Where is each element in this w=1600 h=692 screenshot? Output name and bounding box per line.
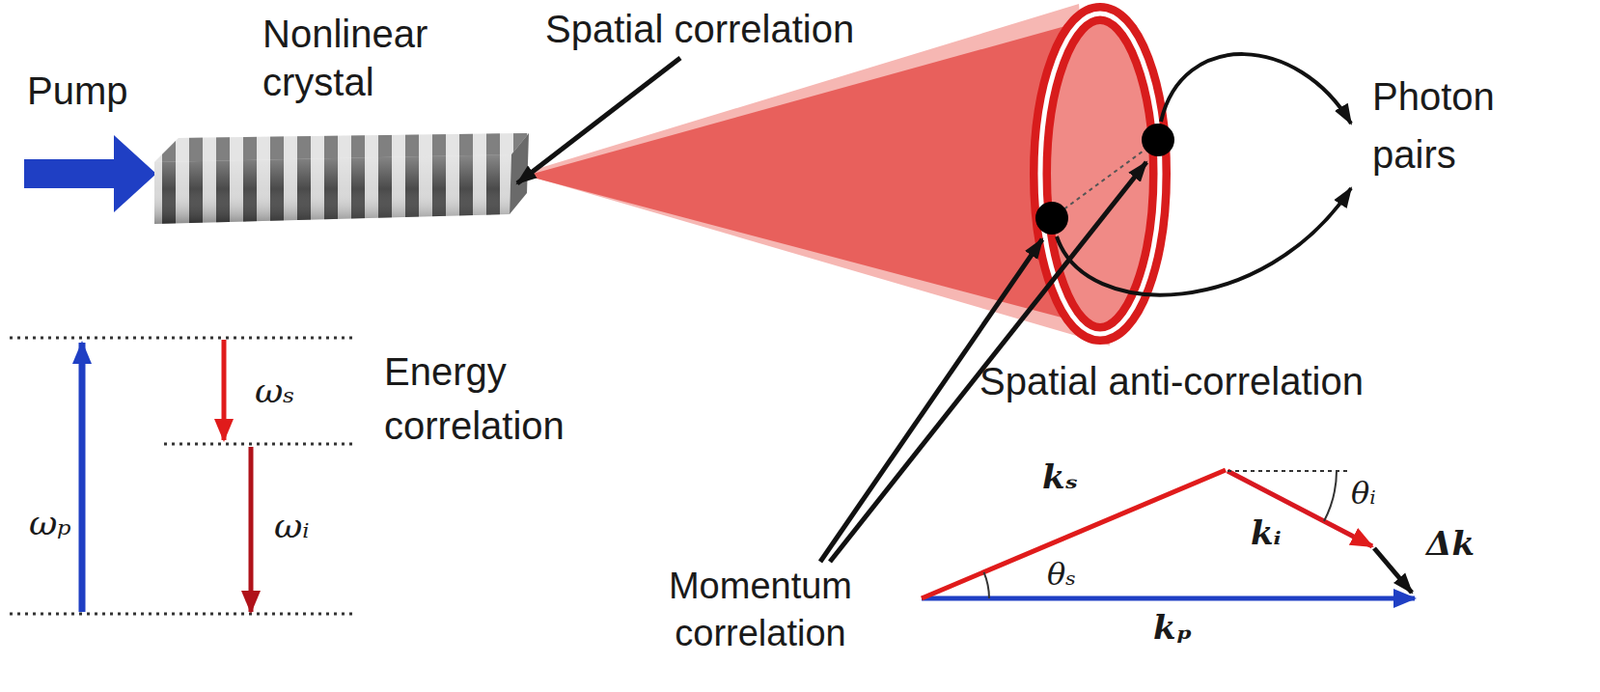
angle-symbol: θₛ — [1047, 557, 1076, 592]
frequency-symbol: ωₛ — [254, 371, 295, 411]
photon-dot — [1035, 201, 1069, 235]
callout-label: Spatial anti-correlation — [979, 358, 1364, 405]
phase-mismatch-vector — [1374, 548, 1412, 593]
photon-dot — [1141, 123, 1175, 157]
energy-level — [9, 336, 358, 340]
callout-label: Photon pairs — [1372, 67, 1527, 184]
leader-line — [517, 57, 681, 184]
angle-arc — [984, 572, 991, 599]
reference-line — [1227, 469, 1352, 472]
callout-label: Momentum correlation — [644, 562, 877, 659]
pair-link — [1051, 139, 1159, 219]
wavevector-symbol: Δk — [1426, 525, 1475, 562]
pump-label: Pump — [27, 67, 129, 114]
crystal-label: Nonlinear crystal — [262, 9, 470, 107]
angle-symbol: θᵢ — [1351, 476, 1377, 511]
crystal-top-light — [154, 133, 529, 163]
energy-level — [9, 612, 358, 616]
frequency-symbol: ωᵢ — [274, 506, 310, 546]
pump-wavevector — [921, 596, 1415, 602]
crystal-top — [154, 133, 529, 163]
angle-arc — [1324, 470, 1337, 522]
crystal-shading — [154, 154, 512, 224]
wavevector-symbol: kₚ — [1153, 609, 1193, 646]
cone-end — [1040, 13, 1160, 334]
emission-cone-outer — [521, 3, 1110, 346]
emission-ring — [1040, 13, 1160, 334]
pump-photon-arrow — [79, 342, 86, 612]
pair-arrow — [1160, 54, 1352, 124]
wavevector-symbol: kₛ — [1042, 459, 1078, 496]
wavevector-symbol: kᵢ — [1250, 515, 1282, 552]
energy-level — [164, 442, 358, 446]
frequency-symbol: ωₚ — [28, 503, 72, 543]
idler-wavevector — [1227, 470, 1373, 547]
ring-gap — [1040, 13, 1160, 334]
signal-photon-arrow — [221, 339, 227, 441]
pump-arrow — [24, 135, 157, 213]
callout-label: Spatial correlation — [545, 5, 855, 53]
callout-label: Energy correlation — [384, 344, 626, 453]
idler-photon-arrow — [248, 446, 254, 612]
crystal-front — [154, 154, 512, 224]
pair-arrow — [1056, 188, 1352, 296]
